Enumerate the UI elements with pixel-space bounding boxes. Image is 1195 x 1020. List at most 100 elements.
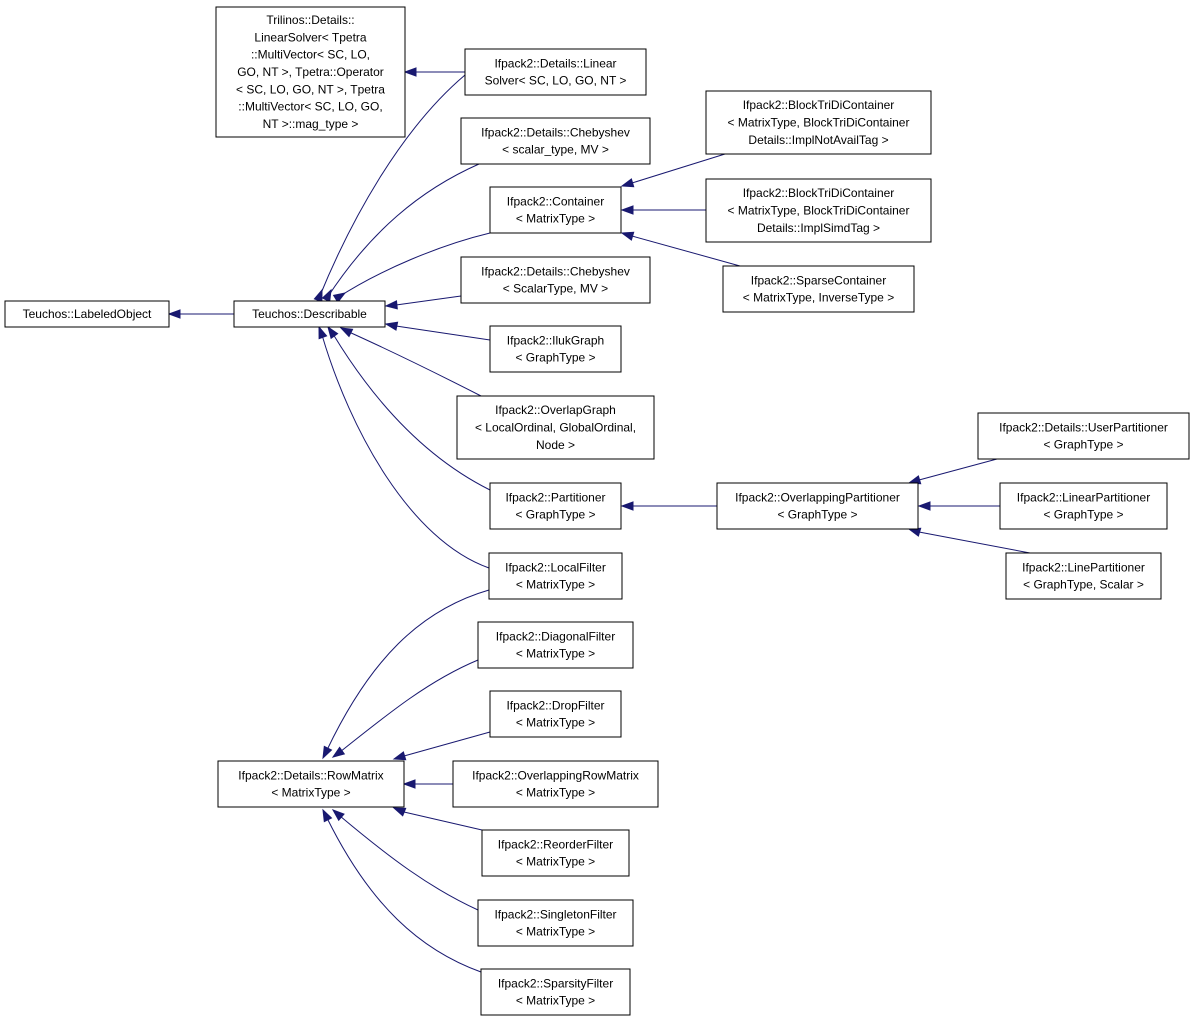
class-node-local-filter[interactable]: Ifpack2::LocalFilter< MatrixType > (488, 552, 623, 600)
class-node-box (716, 482, 919, 530)
inheritance-edge-describable (326, 163, 480, 299)
class-node-labeled-object[interactable]: Teuchos::LabeledObject (4, 300, 170, 328)
class-name-line: < MatrixType > (516, 212, 595, 226)
class-node-sparse-container[interactable]: Ifpack2::SparseContainer< MatrixType, In… (722, 265, 915, 313)
class-node-trilinos-linear-solver[interactable]: Trilinos::Details::LinearSolver< Tpetra:… (215, 6, 406, 138)
class-name-line: Ifpack2::OverlapGraph (495, 403, 616, 417)
arrowhead (392, 751, 407, 761)
class-name-line: Ifpack2::Details::Chebyshev (481, 264, 630, 278)
class-name-line: Details::ImplNotAvailTag > (748, 133, 888, 147)
class-name-line: Ifpack2::DiagonalFilter (496, 629, 615, 643)
class-name-line: Ifpack2::ReorderFilter (498, 837, 613, 851)
class-node-sparsity-filter[interactable]: Ifpack2::SparsityFilter< MatrixType > (480, 968, 631, 1016)
class-name-line: < MatrixType > (516, 925, 595, 939)
arrowhead (384, 321, 399, 331)
class-name-line: ::MultiVector< SC, LO, (251, 48, 370, 62)
arrowhead (322, 745, 333, 760)
class-name-line: < MatrixType > (516, 994, 595, 1008)
class-name-line: < GraphType > (1043, 438, 1123, 452)
inheritance-edge-row-matrix (403, 731, 491, 757)
class-node-box (4, 300, 170, 328)
class-node-box (489, 482, 622, 530)
class-node-drop-filter[interactable]: Ifpack2::DropFilter< MatrixType > (489, 690, 622, 738)
class-name-line: Ifpack2::BlockTriDiContainer (743, 186, 895, 200)
arrowhead (331, 746, 346, 758)
class-node-box (705, 178, 932, 243)
arrowhead (167, 309, 181, 319)
class-node-chebyshev-scalar-type[interactable]: Ifpack2::Details::Chebyshev< scalar_type… (460, 117, 651, 165)
class-name-line: Ifpack2::LinePartitioner (1022, 560, 1145, 574)
class-node-iluk-graph[interactable]: Ifpack2::IlukGraph< GraphType > (489, 325, 622, 373)
class-name-line: < MatrixType > (271, 786, 350, 800)
class-name-line: < SC, LO, GO, NT >, Tpetra (236, 82, 385, 96)
class-node-linear-partitioner[interactable]: Ifpack2::LinearPartitioner< GraphType > (999, 482, 1168, 530)
inheritance-edge-row-matrix (326, 589, 490, 751)
class-name-line: < MatrixType, BlockTriDiContainer (728, 116, 910, 130)
class-node-singleton-filter[interactable]: Ifpack2::SingletonFilter< MatrixType > (477, 899, 634, 947)
class-node-box (464, 48, 647, 96)
inheritance-edge-describable (348, 331, 486, 399)
class-node-row-matrix[interactable]: Ifpack2::Details::RowMatrix< MatrixType … (217, 760, 405, 808)
inheritance-edge-container (631, 235, 741, 267)
class-node-box (460, 256, 651, 304)
class-name-line: Ifpack2::SparsityFilter (498, 976, 613, 990)
class-name-line: Ifpack2::Container (507, 194, 604, 208)
class-name-line: < MatrixType, BlockTriDiContainer (728, 204, 910, 218)
class-node-overlap-graph[interactable]: Ifpack2::OverlapGraph< LocalOrdinal, Glo… (456, 395, 655, 460)
inheritance-edge-row-matrix (339, 815, 479, 911)
class-node-diagonal-filter[interactable]: Ifpack2::DiagonalFilter< MatrixType > (477, 621, 634, 669)
class-name-line: < GraphType, Scalar > (1023, 578, 1144, 592)
class-node-box (489, 325, 622, 373)
class-node-ifpack-linear-solver[interactable]: Ifpack2::Details::LinearSolver< SC, LO, … (464, 48, 647, 96)
class-node-partitioner[interactable]: Ifpack2::Partitioner< GraphType > (489, 482, 622, 530)
class-name-line: < GraphType > (515, 351, 595, 365)
class-node-box (488, 552, 623, 600)
class-name-line: Ifpack2::Details::UserPartitioner (999, 420, 1168, 434)
inheritance-edge-describable (336, 232, 491, 299)
class-name-line: Ifpack2::DropFilter (506, 698, 604, 712)
class-node-block-tridi-simd[interactable]: Ifpack2::BlockTriDiContainer< MatrixType… (705, 178, 932, 243)
class-name-line: Ifpack2::SparseContainer (751, 273, 886, 287)
class-name-line: Ifpack2::Details::RowMatrix (238, 768, 383, 782)
class-node-box (722, 265, 915, 313)
inheritance-edge-row-matrix (403, 811, 483, 831)
class-name-line: < LocalOrdinal, GlobalOrdinal, (475, 421, 636, 435)
class-name-line: Node > (536, 438, 575, 452)
class-name-line: < GraphType > (777, 508, 857, 522)
arrowhead (620, 231, 635, 241)
class-node-box (477, 899, 634, 947)
class-node-container[interactable]: Ifpack2::Container< MatrixType > (489, 186, 622, 234)
class-node-overlapping-row-matrix[interactable]: Ifpack2::OverlappingRowMatrix< MatrixTyp… (452, 760, 659, 808)
class-node-box (452, 760, 659, 808)
class-node-reorder-filter[interactable]: Ifpack2::ReorderFilter< MatrixType > (481, 829, 630, 877)
arrowhead (384, 300, 398, 310)
arrowhead (318, 325, 328, 340)
arrowhead (339, 327, 354, 338)
class-node-user-partitioner[interactable]: Ifpack2::Details::UserPartitioner< Graph… (977, 412, 1190, 460)
inheritance-edge-row-matrix (326, 817, 482, 973)
arrowhead (331, 809, 345, 822)
class-node-box (477, 621, 634, 669)
class-node-box (460, 117, 651, 165)
class-name-line: GO, NT >, Tpetra::Operator (237, 65, 384, 79)
class-name-line: < MatrixType > (516, 578, 595, 592)
class-name-line: Trilinos::Details:: (266, 13, 354, 27)
inheritance-edge-row-matrix (339, 659, 479, 753)
class-node-line-partitioner[interactable]: Ifpack2::LinePartitioner< GraphType, Sca… (1005, 552, 1162, 600)
class-node-box (1005, 552, 1162, 600)
class-name-line: ::MultiVector< SC, LO, GO, (238, 100, 382, 114)
class-node-box (480, 968, 631, 1016)
class-node-chebyshev-ScalarType[interactable]: Ifpack2::Details::Chebyshev< ScalarType,… (460, 256, 651, 304)
inheritance-edge-describable (395, 295, 462, 306)
class-node-block-tridi-notavail[interactable]: Ifpack2::BlockTriDiContainer< MatrixType… (705, 90, 932, 155)
class-node-overlapping-partitioner[interactable]: Ifpack2::OverlappingPartitioner< GraphTy… (716, 482, 919, 530)
class-node-box (456, 395, 655, 460)
arrowhead (313, 288, 323, 303)
inheritance-edge-container (631, 153, 726, 184)
arrowhead (620, 501, 634, 511)
class-name-line: Ifpack2::Details::Chebyshev (481, 125, 630, 139)
inheritance-edge-overlapping-partitioner (918, 458, 998, 481)
class-name-line: < MatrixType, InverseType > (743, 291, 894, 305)
class-name-line: NT >::mag_type > (263, 117, 359, 131)
class-node-describable[interactable]: Teuchos::Describable (233, 300, 386, 328)
